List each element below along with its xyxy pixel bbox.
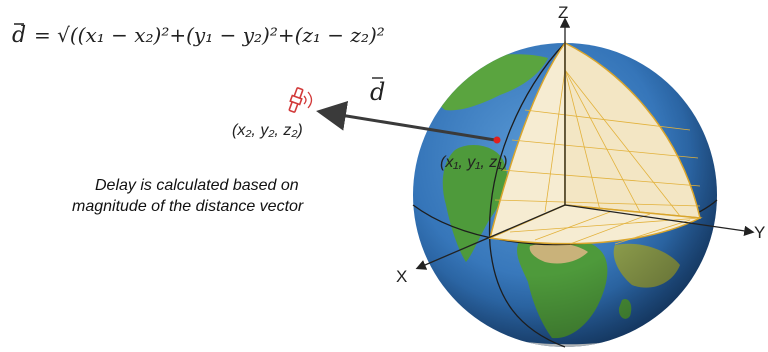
- vector-label: d: [370, 78, 385, 106]
- z-axis-label: Z: [558, 3, 568, 22]
- octant-right-face: [564, 41, 701, 219]
- formula-rhs: = √((x₁ − x₂)²+(y₁ − y₂)²+(z₁ − z₂)²: [34, 23, 385, 47]
- satellite-coordinates: (x₂, y₂, z₂): [232, 122, 303, 139]
- globe-meridian: [488, 42, 566, 348]
- cutaway-octant: [487, 40, 703, 245]
- octant-grid-lines: [494, 69, 701, 245]
- vector-arrow: [316, 101, 496, 142]
- note-line-1: Delay is calculated based on: [95, 177, 299, 194]
- coordinate-axes: Z Y X: [396, 3, 765, 286]
- formula-lhs: d: [12, 23, 26, 48]
- x-axis-label: X: [396, 267, 407, 286]
- note-line-2: magnitude of the distance vector: [72, 198, 304, 215]
- satellite-icon: [288, 87, 304, 113]
- y-axis-label: Y: [754, 223, 765, 242]
- signal-waves-icon: [303, 91, 313, 109]
- x-axis: [415, 204, 566, 270]
- distance-formula: d = √((x₁ − x₂)²+(y₁ − y₂)²+(z₁ − z₂)²: [12, 23, 385, 48]
- ground-point-marker: [493, 136, 501, 144]
- ground-coordinates: (x₁, y₁, z₁): [440, 154, 508, 171]
- distance-vector: d: [316, 77, 501, 144]
- y-axis: [564, 204, 755, 237]
